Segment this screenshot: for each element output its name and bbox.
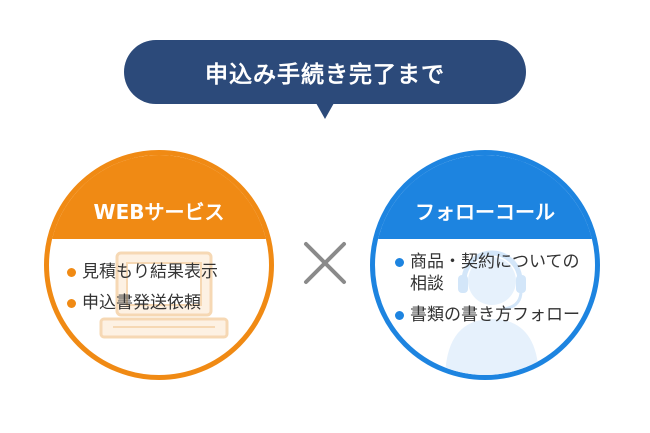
web-service-header: WEBサービス: [49, 155, 269, 239]
bullet-dot: [395, 311, 404, 320]
follow-call-list: 商品・契約についての相談 書類の書き方フォロー: [395, 251, 595, 335]
list-item: 書類の書き方フォロー: [395, 304, 595, 326]
follow-call-circle: フォローコール 商品・契約についての相談 書類の書き方フォロー: [370, 150, 600, 380]
list-item-text: 書類の書き方フォロー: [410, 305, 580, 325]
web-service-circle: WEBサービス 見積もり結果表示 申込書発送依頼: [44, 150, 274, 380]
list-item-text: 申込書発送依頼: [82, 293, 201, 313]
list-item-text: 商品・契約についての相談: [410, 252, 580, 294]
bullet-dot: [67, 299, 76, 308]
header-bubble: 申込み手続き完了まで: [124, 40, 526, 104]
bullet-dot: [67, 268, 76, 277]
list-item: 申込書発送依頼: [67, 292, 257, 314]
multiply-icon: [304, 242, 346, 284]
bullet-dot: [395, 258, 404, 267]
list-item-text: 見積もり結果表示: [82, 262, 218, 282]
web-service-title: WEBサービス: [93, 200, 225, 224]
header-title: 申込み手続き完了まで: [205, 62, 445, 88]
follow-call-header: フォローコール: [375, 155, 595, 239]
web-service-list: 見積もり結果表示 申込書発送依頼: [67, 261, 257, 323]
list-item: 見積もり結果表示: [67, 261, 257, 283]
header-bubble-tail: [316, 103, 334, 119]
follow-call-title: フォローコール: [415, 200, 555, 224]
list-item: 商品・契約についての相談: [395, 251, 595, 295]
